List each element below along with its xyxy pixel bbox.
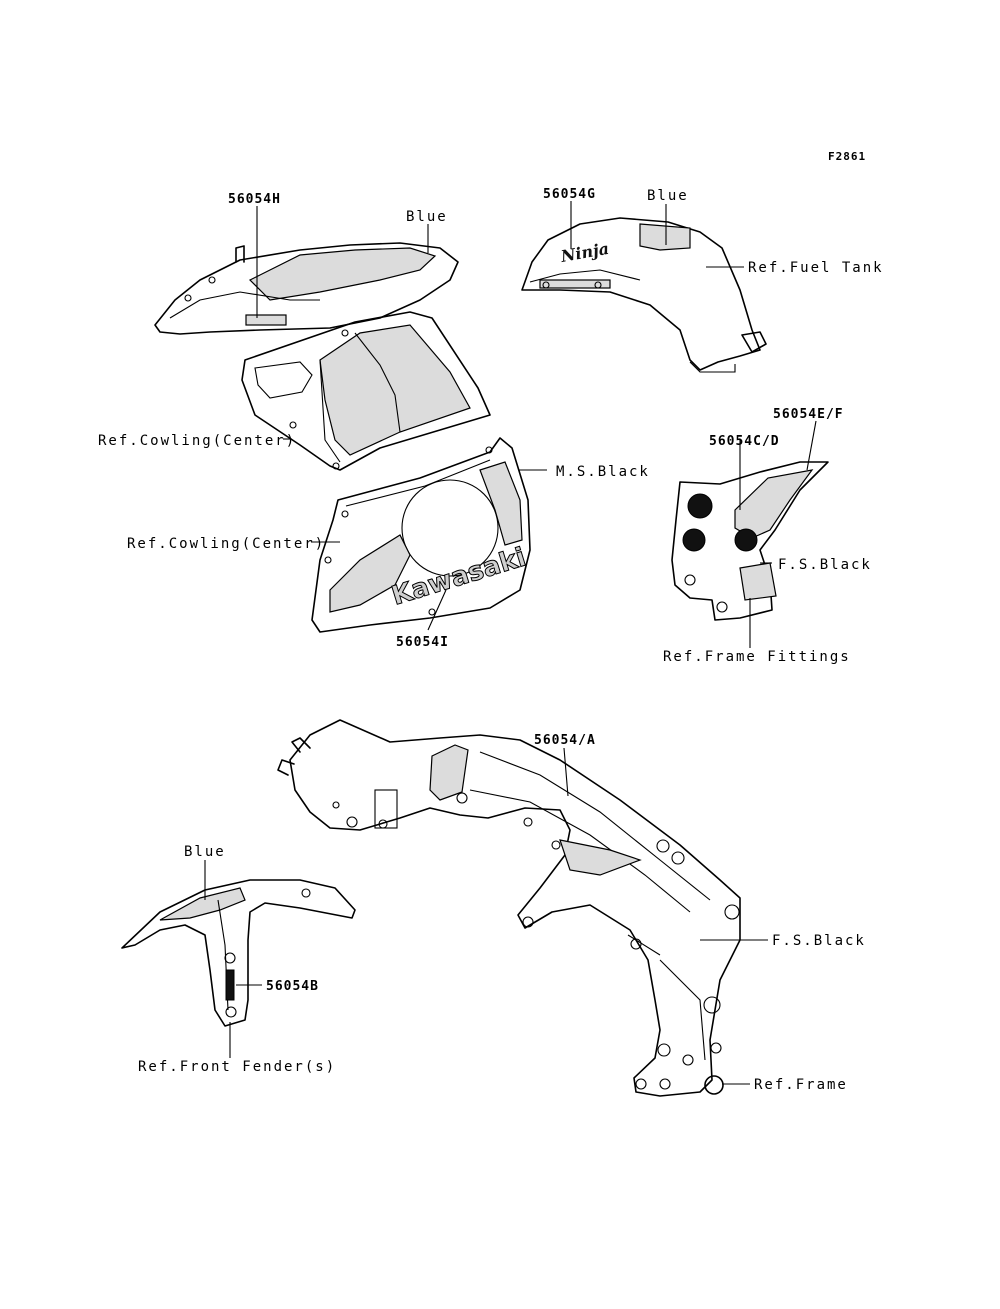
- frame-part: [277, 719, 741, 1097]
- center-cowl-part: [241, 311, 491, 471]
- label-ref-fuel-tank: Ref.Fuel Tank: [748, 260, 884, 276]
- label-56054b: 56054B: [266, 979, 319, 994]
- leader-lines: [204, 201, 817, 1085]
- label-cowl-upper-blue: Blue: [406, 209, 448, 225]
- label-frame-fs-black: F.S.Black: [772, 933, 866, 949]
- front-fender-part: [121, 879, 356, 1027]
- fuel-tank-part: Ninja: [521, 217, 767, 373]
- label-56054a: 56054/A: [534, 733, 596, 748]
- label-ref-frame: Ref.Frame: [754, 1077, 848, 1093]
- cowl-upper-decal: [245, 314, 287, 326]
- figure-id: F2861: [828, 150, 866, 163]
- label-fender-blue: Blue: [184, 844, 226, 860]
- label-56054cd: 56054C/D: [709, 434, 780, 449]
- label-tank-blue: Blue: [647, 188, 689, 204]
- label-fitting-fs-black: F.S.Black: [778, 557, 872, 573]
- fender-decal: [225, 969, 235, 1001]
- frame-fitting-part: [671, 461, 829, 621]
- label-56054ef: 56054E/F: [773, 407, 844, 422]
- label-56054h: 56054H: [228, 192, 281, 207]
- svg-text:Ninja: Ninja: [558, 239, 610, 266]
- label-ref-frame-fittings: Ref.Frame Fittings: [663, 649, 851, 665]
- label-ref-cowling-center-1: Ref.Cowling(Center): [98, 433, 296, 449]
- label-ms-black: M.S.Black: [556, 464, 650, 480]
- upper-cowl-part: [154, 242, 459, 335]
- label-56054i: 56054I: [396, 635, 449, 650]
- label-56054g: 56054G: [543, 187, 596, 202]
- ninja-decal: Ninja: [558, 239, 610, 266]
- label-ref-cowling-center-2: Ref.Cowling(Center): [127, 536, 325, 552]
- label-ref-front-fender: Ref.Front Fender(s): [138, 1059, 336, 1075]
